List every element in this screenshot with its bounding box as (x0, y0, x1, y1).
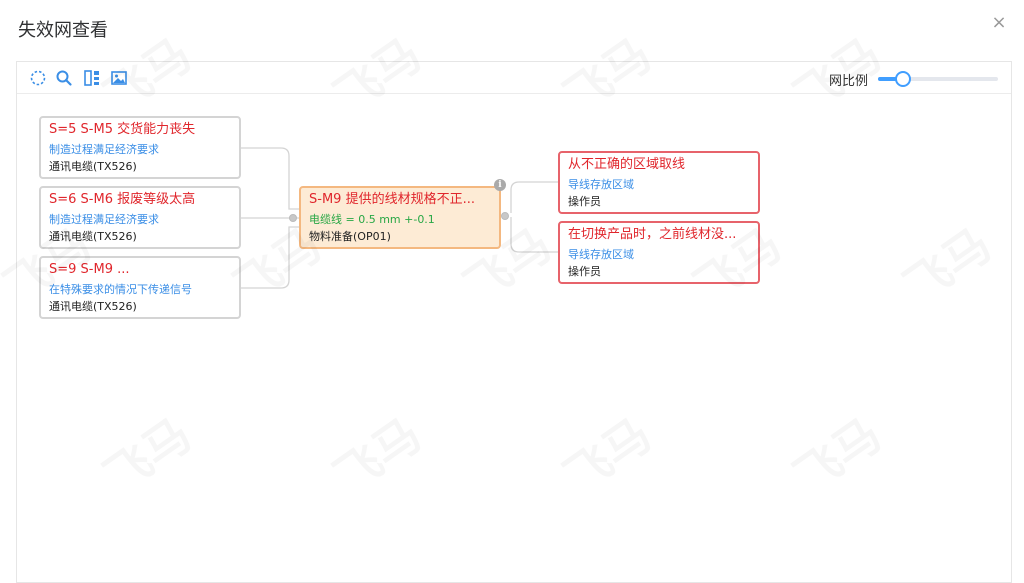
scale-slider-thumb[interactable] (895, 71, 911, 87)
node-element: 操作员 (568, 265, 601, 278)
node-title: S=5 S-M5 交货能力丧失 (49, 122, 196, 137)
search-icon[interactable] (55, 69, 73, 87)
node-function: 在特殊要求的情况下传递信号 (49, 283, 192, 296)
node-function: 导线存放区域 (568, 178, 634, 191)
layout-icon[interactable] (83, 69, 101, 87)
select-circle-icon[interactable] (29, 69, 47, 87)
node-title: S=9 S-M9 ... (49, 262, 130, 277)
collapse-left-toggle[interactable] (289, 214, 297, 222)
node-element: 通讯电缆(TX526) (49, 160, 137, 173)
node-function: 导线存放区域 (568, 248, 634, 261)
scale-slider[interactable] (878, 71, 998, 87)
node-title: 从不正确的区域取线 (568, 157, 686, 172)
failure-net-panel: 网比例 S=5 S-M5 交货能力丧失 制造过程满足经济要求 通讯电缆(TX52… (16, 61, 1012, 583)
node-characteristic: 电缆线 = 0.5 mm +-0.1 (309, 213, 435, 226)
collapse-right-toggle[interactable] (501, 212, 509, 220)
info-icon[interactable]: i (494, 179, 506, 191)
node-element: 操作员 (568, 195, 601, 208)
node-title: 在切换产品时，之前线材没... (568, 227, 737, 242)
cause-node-2[interactable]: S=6 S-M6 报废等级太高 制造过程满足经济要求 通讯电缆(TX526) (39, 186, 241, 249)
cause-node-3[interactable]: S=9 S-M9 ... 在特殊要求的情况下传递信号 通讯电缆(TX526) (39, 256, 241, 319)
image-icon[interactable] (110, 69, 128, 87)
node-element: 物料准备(OP01) (309, 230, 391, 243)
node-element: 通讯电缆(TX526) (49, 230, 137, 243)
effect-node-2[interactable]: 在切换产品时，之前线材没... 导线存放区域 操作员 (558, 221, 760, 284)
node-title: S-M9 提供的线材规格不正... (309, 192, 475, 207)
effect-node-1[interactable]: 从不正确的区域取线 导线存放区域 操作员 (558, 151, 760, 214)
node-function: 制造过程满足经济要求 (49, 213, 159, 226)
cause-node-1[interactable]: S=5 S-M5 交货能力丧失 制造过程满足经济要求 通讯电缆(TX526) (39, 116, 241, 179)
scale-label: 网比例 (828, 74, 868, 89)
node-element: 通讯电缆(TX526) (49, 300, 137, 313)
dialog-title: 失效网查看 (18, 20, 108, 41)
close-button[interactable]: × (991, 12, 1007, 33)
toolbar: 网比例 (17, 62, 1011, 94)
node-title: S=6 S-M6 报废等级太高 (49, 192, 196, 207)
scale-slider-fill (878, 77, 902, 81)
node-function: 制造过程满足经济要求 (49, 143, 159, 156)
focus-failure-node[interactable]: S-M9 提供的线材规格不正... 电缆线 = 0.5 mm +-0.1 物料准… (299, 179, 506, 249)
